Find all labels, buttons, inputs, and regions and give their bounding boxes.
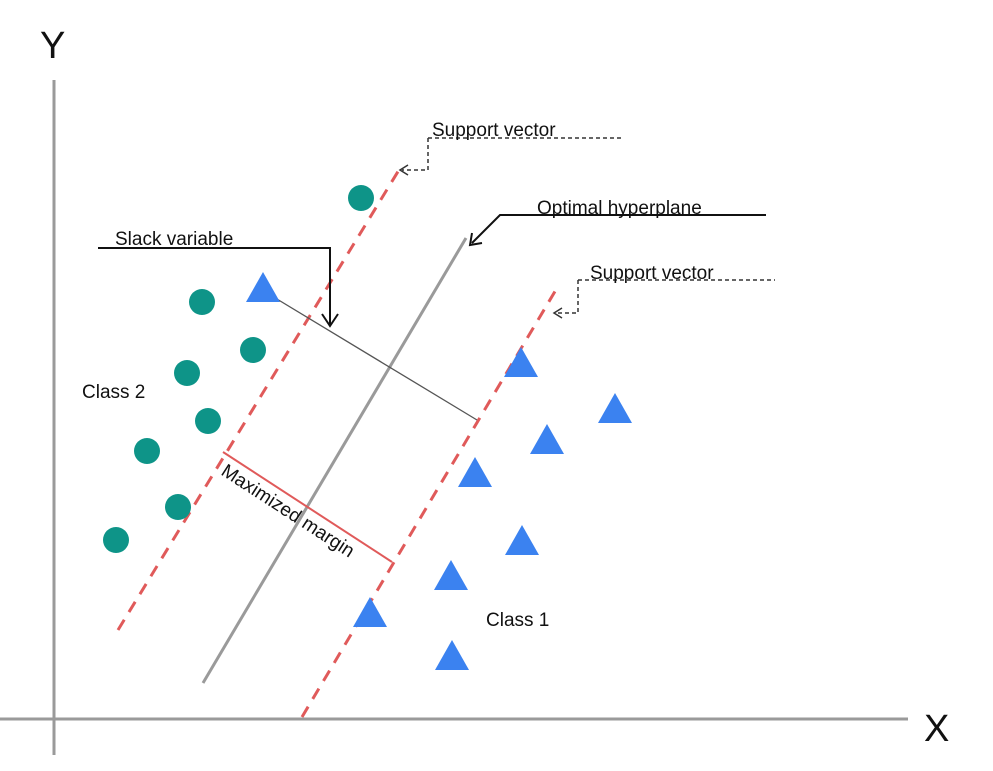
slack-variable-label: Slack variable [115, 229, 233, 250]
optimal-hyperplane-label: Optimal hyperplane [537, 198, 702, 219]
triangle-icon [530, 424, 564, 454]
triangle-icon [435, 640, 469, 670]
maximized-margin-bar [222, 451, 393, 563]
maximized-margin-label: Maximized margin [217, 461, 358, 563]
triangle-icon [246, 272, 280, 302]
margin-line-upper [116, 164, 404, 631]
support-vector-top-label: Support vector [432, 120, 556, 141]
class-1-points [246, 272, 632, 670]
circle-icon [195, 408, 221, 434]
slack-variable-annotation: Slack variable [98, 229, 339, 328]
slack-distance-line [261, 289, 478, 421]
support-vector-top-annotation: Support vector [398, 120, 622, 176]
class-1-label: Class 1 [486, 610, 549, 631]
y-axis-label: Y [40, 25, 65, 67]
circle-icon [189, 289, 215, 315]
triangle-icon [434, 560, 468, 590]
triangle-icon [505, 525, 539, 555]
class-2-points [103, 185, 374, 553]
class-2-label: Class 2 [82, 382, 145, 403]
x-axis-label: X [924, 708, 949, 750]
circle-icon [348, 185, 374, 211]
triangle-icon [353, 597, 387, 627]
circle-icon [174, 360, 200, 386]
circle-icon [103, 527, 129, 553]
optimal-hyperplane-line [201, 237, 468, 684]
support-vector-right-label: Support vector [590, 263, 714, 284]
circle-icon [240, 337, 266, 363]
triangle-icon [598, 393, 632, 423]
optimal-hyperplane-annotation: Optimal hyperplane [468, 198, 766, 247]
triangle-icon [504, 347, 538, 377]
triangle-icon [458, 457, 492, 487]
circle-icon [134, 438, 160, 464]
circle-icon [165, 494, 191, 520]
support-vector-right-annotation: Support vector [552, 263, 775, 319]
